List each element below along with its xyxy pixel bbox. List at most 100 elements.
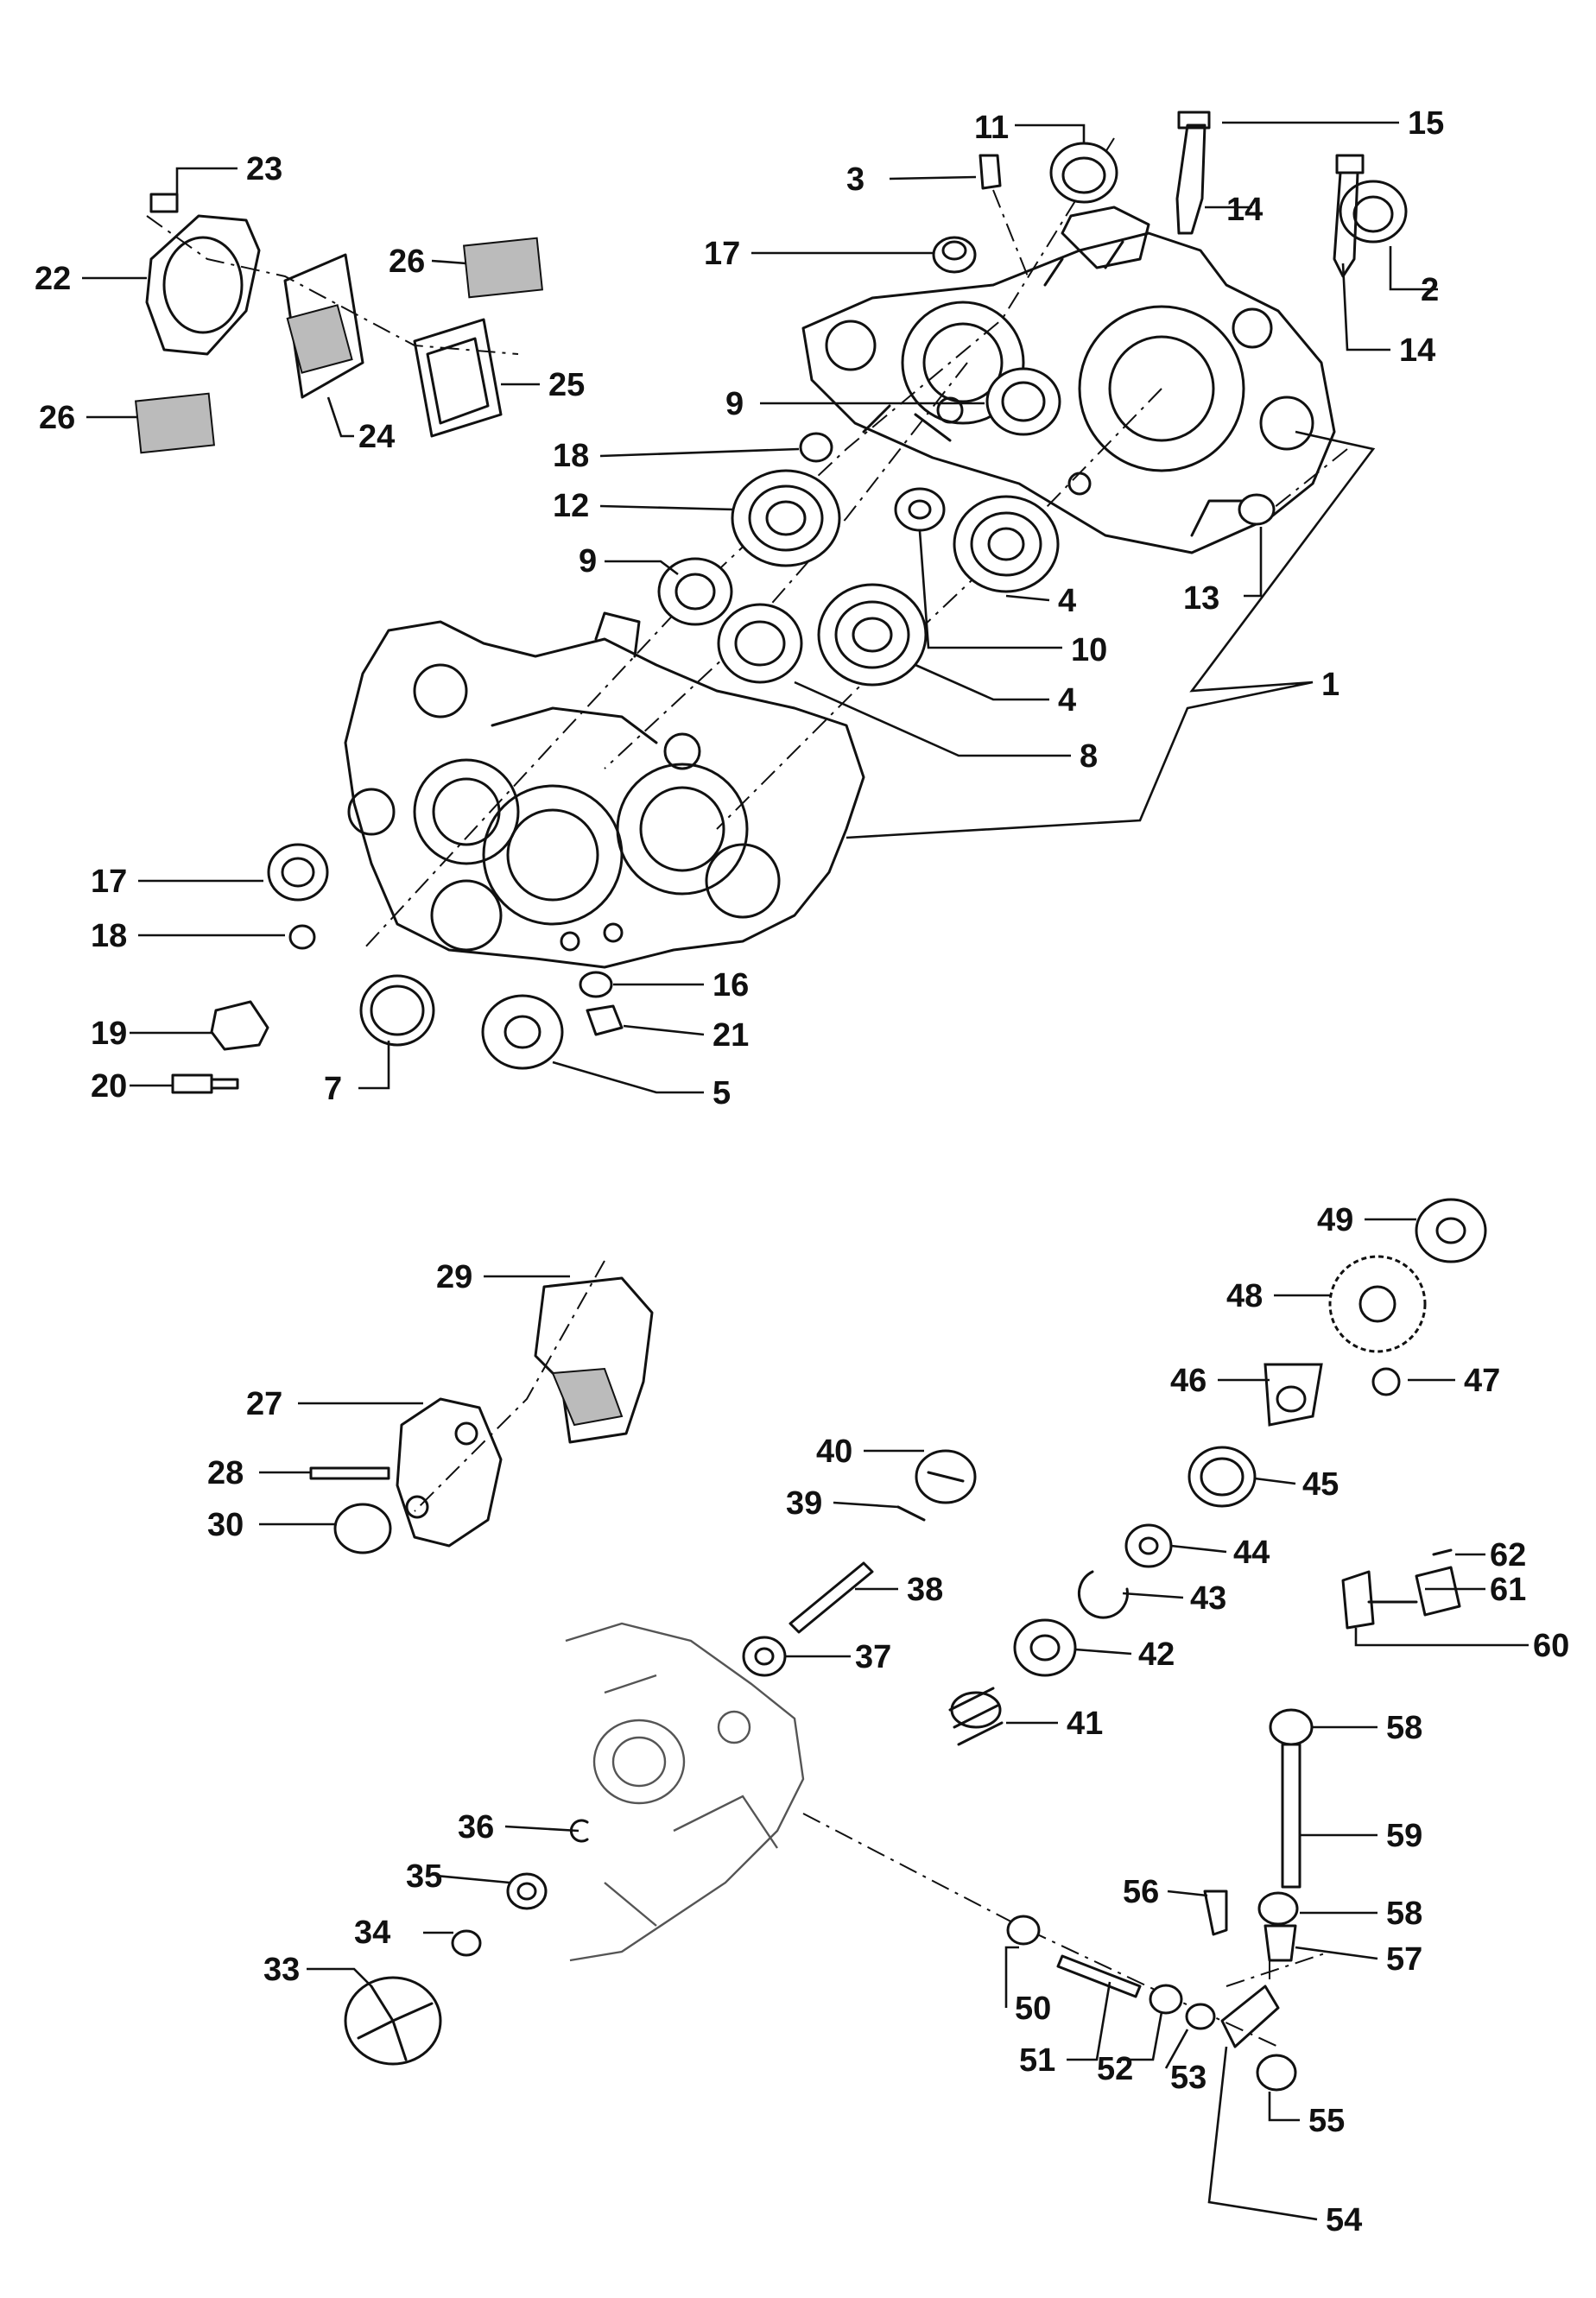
label-7: 7	[324, 1071, 342, 1107]
label-41: 41	[1067, 1706, 1103, 1742]
washer-34	[451, 1929, 482, 1957]
seal-45	[1188, 1446, 1257, 1508]
lever-60	[1341, 1570, 1418, 1630]
label-17a: 17	[704, 236, 740, 272]
washer-44	[1124, 1523, 1173, 1568]
washer-16	[579, 971, 613, 998]
bearing-42	[1013, 1618, 1077, 1677]
label-21: 21	[712, 1017, 749, 1054]
nut-55	[1256, 2054, 1297, 2092]
circlip-43	[1077, 1570, 1129, 1619]
label-18b: 18	[91, 918, 127, 954]
shaft-51	[1056, 1954, 1142, 1998]
label-53: 53	[1170, 2060, 1206, 2096]
label-2: 2	[1421, 272, 1439, 308]
label-34: 34	[354, 1915, 390, 1951]
bearing-4-top	[953, 495, 1060, 593]
label-59: 59	[1386, 1818, 1422, 1854]
pin-56	[1203, 1890, 1228, 1936]
label-60: 60	[1533, 1628, 1569, 1664]
screw-28	[309, 1466, 390, 1480]
label-54: 54	[1326, 2202, 1362, 2238]
bearing-8	[717, 603, 803, 684]
label-35: 35	[406, 1858, 442, 1895]
reed-valve-24	[283, 253, 364, 399]
screw-62	[1432, 1548, 1453, 1556]
stud-bolt-14b	[1333, 154, 1365, 278]
oil-seal-2	[1339, 180, 1408, 244]
leader-lines	[82, 121, 1529, 2221]
label-61: 61	[1490, 1572, 1526, 1608]
label-5: 5	[712, 1075, 731, 1111]
rod-59	[1281, 1743, 1302, 1889]
label-23: 23	[246, 151, 282, 187]
label-48: 48	[1226, 1278, 1263, 1314]
pin-39	[896, 1505, 926, 1522]
gear-48	[1328, 1255, 1427, 1353]
label-25: 25	[548, 367, 585, 403]
label-44: 44	[1233, 1535, 1270, 1571]
filter-26-bottom	[134, 392, 215, 454]
label-38: 38	[907, 1572, 943, 1608]
label-24: 24	[358, 419, 395, 455]
part-labels: 11 15 3 14 2 14 17 9 18 12 9 4 13 10 1 4…	[35, 105, 1569, 2238]
label-56: 56	[1123, 1874, 1159, 1910]
bearing-9-mid	[657, 557, 733, 626]
nut-35	[506, 1872, 548, 1910]
label-42: 42	[1138, 1636, 1175, 1673]
label-27: 27	[246, 1386, 282, 1422]
label-58b: 58	[1386, 1896, 1422, 1932]
label-3: 3	[846, 161, 864, 198]
screw-20	[171, 1073, 239, 1094]
label-40: 40	[816, 1434, 852, 1470]
seal-40	[915, 1449, 977, 1504]
nut-58-top	[1269, 1708, 1314, 1746]
label-52: 52	[1097, 2051, 1133, 2087]
label-50: 50	[1015, 1991, 1051, 2027]
label-22: 22	[35, 261, 71, 297]
label-37: 37	[855, 1639, 891, 1675]
label-29: 29	[436, 1259, 472, 1295]
label-16: 16	[712, 967, 749, 1003]
label-13: 13	[1183, 580, 1219, 617]
label-20: 20	[91, 1068, 127, 1105]
pin-3	[978, 154, 1002, 190]
label-36: 36	[458, 1809, 494, 1845]
seal-5	[481, 994, 564, 1070]
seal-7	[359, 974, 435, 1047]
sleeve-17-top	[932, 236, 977, 274]
label-28: 28	[207, 1455, 244, 1491]
label-43: 43	[1190, 1580, 1226, 1617]
bracket-19	[210, 1000, 269, 1051]
fork-57	[1264, 1924, 1297, 1962]
label-10: 10	[1071, 632, 1107, 668]
bearing-9-top	[985, 367, 1061, 436]
label-47: 47	[1464, 1363, 1500, 1399]
ball-47	[1371, 1367, 1401, 1396]
impeller-33	[344, 1976, 442, 2066]
label-4a: 4	[1058, 583, 1076, 619]
spacer-52	[1149, 1984, 1183, 2015]
shaft-38	[788, 1561, 874, 1634]
bearing-12	[731, 469, 841, 567]
gasket-29	[534, 1276, 654, 1444]
spring-41	[948, 1687, 1004, 1746]
label-11: 11	[974, 110, 1009, 146]
group-bracket-1	[846, 430, 1376, 839]
label-8: 8	[1080, 738, 1098, 775]
label-26b: 26	[39, 400, 75, 436]
nut-58-bottom	[1257, 1891, 1299, 1926]
label-57: 57	[1386, 1941, 1422, 1978]
label-30: 30	[207, 1507, 244, 1543]
label-18a: 18	[553, 438, 589, 474]
label-14b: 14	[1399, 332, 1435, 369]
dowel-18-left	[288, 924, 316, 950]
lever-61	[1415, 1566, 1461, 1617]
label-51: 51	[1019, 2042, 1055, 2079]
spacer-49	[1415, 1198, 1487, 1263]
crankcase-partial-view	[565, 1622, 805, 1962]
label-33: 33	[263, 1952, 300, 1988]
label-55: 55	[1308, 2103, 1345, 2139]
label-45: 45	[1302, 1466, 1339, 1503]
label-46: 46	[1170, 1363, 1206, 1399]
